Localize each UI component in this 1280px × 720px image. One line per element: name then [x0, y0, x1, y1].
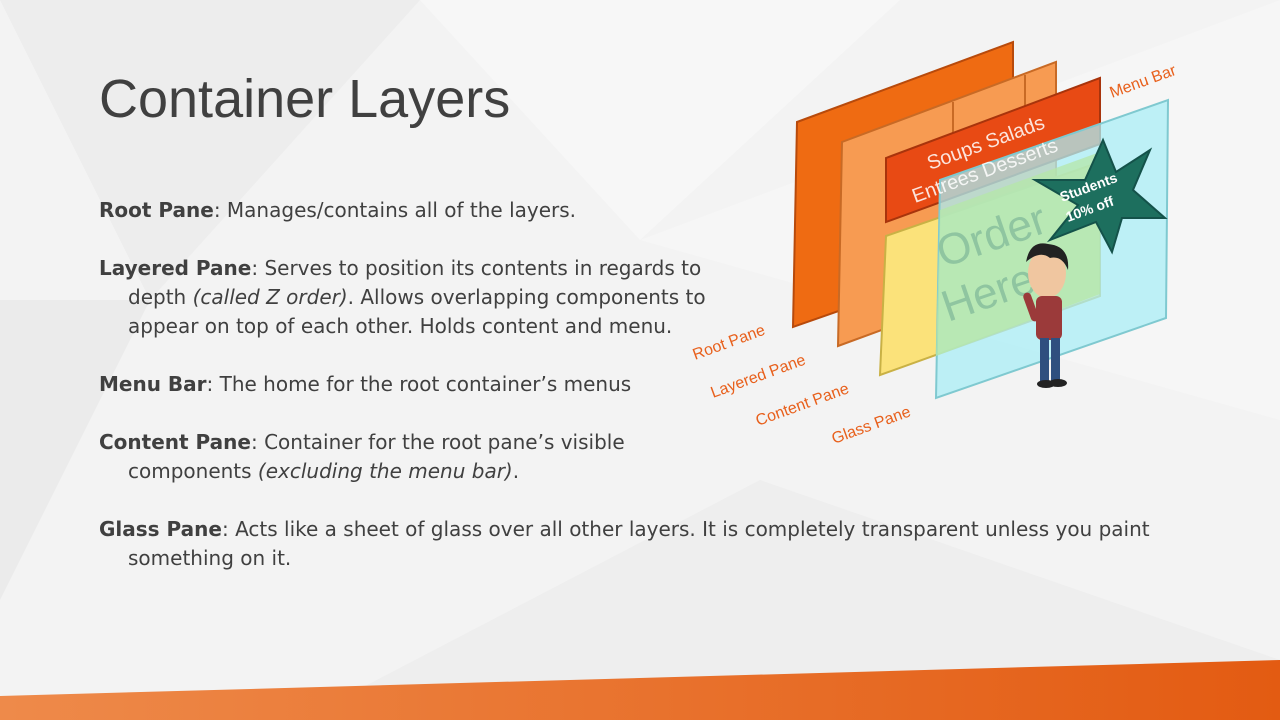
- paragraph-glass-pane: Glass Pane: Acts like a sheet of glass o…: [99, 515, 1168, 573]
- paragraph-root-pane: Root Pane: Manages/contains all of the l…: [99, 196, 708, 225]
- desc-layered-pane-em: (called Z order): [192, 285, 348, 309]
- term-content-pane: Content Pane: [99, 430, 251, 454]
- paragraph-menu-bar: Menu Bar: The home for the root containe…: [99, 370, 688, 399]
- desc-content-pane-rest: .: [512, 459, 520, 483]
- star-badge-icon: [1031, 137, 1168, 255]
- desc-layered-pane: : Serves to position its contents in reg…: [128, 256, 702, 309]
- term-root-pane: Root Pane: [99, 198, 214, 222]
- desc-glass-pane: : Acts like a sheet of glass over all ot…: [128, 517, 1150, 570]
- footer-accent-bar: [0, 660, 1280, 720]
- desc-content-pane: : Container for the root pane’s visible …: [128, 430, 625, 483]
- slide-body: Root Pane: Manages/contains all of the l…: [99, 196, 1150, 602]
- slide-title: Container Layers: [99, 69, 511, 129]
- desc-content-pane-em: (excluding the menu bar): [257, 459, 513, 483]
- person-figure-icon: [1023, 243, 1069, 388]
- paragraph-layered-pane: Layered Pane: Serves to position its con…: [99, 254, 708, 341]
- term-menu-bar: Menu Bar: [99, 372, 207, 396]
- desc-root-pane: : Manages/contains all of the layers.: [213, 198, 577, 222]
- term-layered-pane: Layered Pane: [99, 256, 252, 280]
- label-menu-bar: Menu Bar: [1108, 62, 1180, 102]
- desc-layered-pane-rest: . Allows overlapping components to appea…: [128, 285, 706, 338]
- term-glass-pane: Glass Pane: [99, 517, 222, 541]
- desc-menu-bar: : The home for the root container’s menu…: [206, 372, 632, 396]
- paragraph-content-pane: Content Pane: Container for the root pan…: [99, 428, 748, 486]
